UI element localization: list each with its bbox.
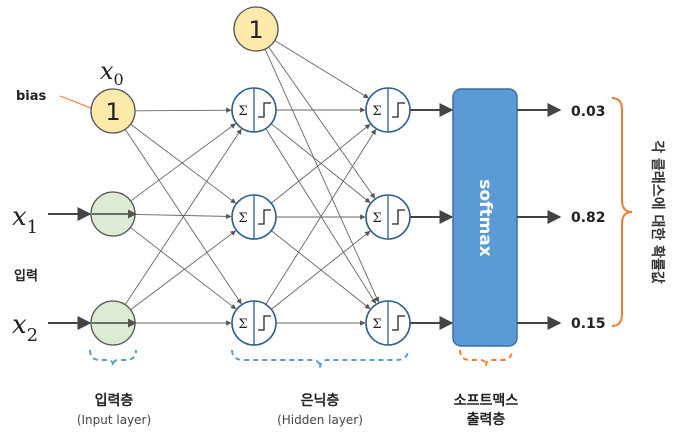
input-side-label: 입력 [14,269,38,284]
hidden1-neuron-1-step-icon [258,102,271,118]
output-value-2: 0.82 [571,210,606,226]
x0-symbol: x0 [100,57,124,89]
hidden1-neuron-2-step-icon [258,209,271,225]
hidden1-neuron-2-sum-symbol: Σ [238,211,247,226]
input-layer-label-en: (Input layer) [77,413,151,427]
hidden-layer-label-en: (Hidden layer) [277,413,363,427]
connection-input2-h1n1 [130,230,237,311]
connection-h1n0-h2n1 [270,123,371,204]
connection-h1n2-h2n1 [270,230,371,310]
connection-h1n0-h2n2 [265,128,377,304]
input-layer-brace [89,349,137,367]
bias-unit-value: 1 [105,98,120,126]
hidden1-neuron-3-step-icon [258,315,271,331]
hidden2-neuron-1-step-icon [392,102,405,118]
connection-input0-h1n0 [134,107,232,113]
bias-label: bias [16,89,47,104]
output-value-1: 0.03 [571,104,606,120]
hidden2-neuron-1: Σ [365,87,411,133]
bias-unit [90,88,136,134]
hidden2-neuron-2: Σ [365,194,411,240]
softmax-label: softmax [475,179,495,257]
connection-hbias-h2n1 [268,46,376,199]
hidden2-neuron-3: Σ [365,300,411,346]
connection-hbias-h2n0 [274,40,369,99]
probability-caption: 각 클래스에 대한 확률값 [649,140,666,284]
hidden1-neuron-3-sum-symbol: Σ [238,317,247,332]
hidden1-neuron-1: Σ [231,87,277,133]
hidden1-neuron-2: Σ [231,194,277,240]
output-value-3: 0.15 [571,316,606,332]
hidden-layer-label-ko: 은닉층 [301,393,340,409]
hidden2-neuron-2-step-icon [392,209,405,225]
connection-h1n2-h2n0 [265,129,377,305]
output-layer-brace [459,349,513,367]
hidden2-neuron-1-sum-symbol: Σ [372,104,381,119]
hidden-bias-unit [233,6,279,52]
bias-pointer-line [59,95,97,111]
probability-brace [611,97,633,327]
connection-input1-h1n2 [130,227,237,310]
connection-h1n1-h2n2 [270,230,371,310]
connection-hbias-h2n2 [264,48,380,303]
connections [124,40,454,330]
x2-symbol: x2 [12,310,38,346]
connection-input0-h1n1 [130,123,237,204]
input-layer-label-ko: 입력층 [95,393,134,409]
output-layer-label-ko2: 출력층 [467,411,506,428]
connection-h1n1-h2n0 [270,123,371,204]
hidden-bias-unit-value: 1 [248,16,263,44]
hidden2-neuron-2-sum-symbol: Σ [372,211,381,226]
hidden1-neuron-3: Σ [231,300,277,346]
hidden-layer-brace [231,349,409,369]
x1-symbol: x1 [12,202,38,238]
output-layer-label-ko1: 소프트맥스 [454,392,519,409]
hidden-neurons: Σ Σ Σ Σ Σ Σ [231,87,411,346]
hidden2-neuron-3-sum-symbol: Σ [372,317,381,332]
connection-input1-h1n1 [134,213,232,220]
hidden2-neuron-3-step-icon [392,315,405,331]
hidden1-neuron-1-sum-symbol: Σ [238,104,247,119]
connection-input2-h1n0 [124,128,242,305]
input-layer: 1 [90,88,137,346]
connection-input1-h1n0 [130,123,236,202]
